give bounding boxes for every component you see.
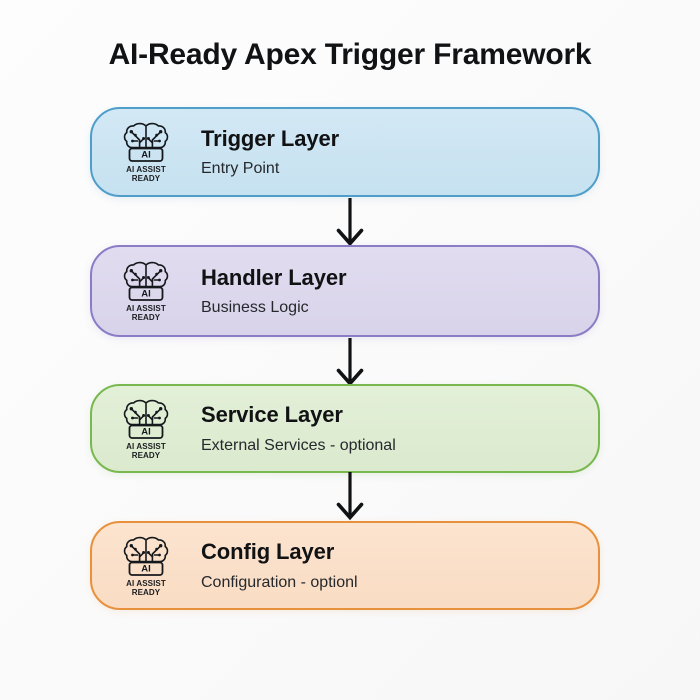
ai-chip-label: AI <box>141 426 151 437</box>
ai-ready-badge: AI AI ASSIST READY <box>110 534 182 598</box>
ai-ready-badge: AI AI ASSIST READY <box>110 259 182 323</box>
layer-card-trigger[interactable]: AI AI ASSIST READY Trigger Layer Entry P… <box>90 107 600 197</box>
layer-card-config[interactable]: AI AI ASSIST READY Config Layer Configur… <box>90 521 600 610</box>
ai-ready-caption: AI ASSIST READY <box>126 441 166 460</box>
layer-title: Handler Layer <box>201 264 347 290</box>
arrow-down-icon <box>336 338 364 387</box>
ai-ready-badge: AI AI ASSIST READY <box>110 397 182 461</box>
layer-text-config: Config Layer Configuration - optionl <box>201 539 358 592</box>
ai-brain-circuit-icon: AI <box>123 122 169 162</box>
page-title: AI-Ready Apex Trigger Framework <box>108 38 592 71</box>
arrow-trigger-to-handler <box>330 197 370 247</box>
arrow-handler-to-service <box>330 337 370 387</box>
ai-chip-label: AI <box>141 289 151 300</box>
arrow-down-icon <box>336 472 364 521</box>
layer-text-trigger: Trigger Layer Entry Point <box>201 126 339 179</box>
layer-title: Trigger Layer <box>201 125 340 151</box>
ai-ready-caption: AI ASSIST READY <box>126 165 166 183</box>
layer-subtitle: External Services - optional <box>201 436 396 454</box>
layer-subtitle: Business Logic <box>201 299 309 317</box>
arrow-down-icon <box>336 198 364 247</box>
layer-title: Service Layer <box>201 402 343 428</box>
layer-text-service: Service Layer External Services - option… <box>201 402 396 455</box>
layer-subtitle: Configuration - optionl <box>201 573 358 591</box>
layer-card-service[interactable]: AI AI ASSIST READY Service Layer Externa… <box>90 384 600 473</box>
ai-chip-label: AI <box>141 150 151 161</box>
arrow-service-to-config <box>330 471 370 521</box>
layer-card-handler[interactable]: AI AI ASSIST READY Handler Layer Busines… <box>90 245 600 337</box>
layer-text-handler: Handler Layer Business Logic <box>201 264 347 318</box>
ai-brain-circuit-icon: AI <box>123 399 169 439</box>
ai-brain-circuit-icon: AI <box>123 261 169 301</box>
layer-subtitle: Entry Point <box>201 160 280 178</box>
ai-chip-label: AI <box>141 563 151 574</box>
ai-ready-caption: AI ASSIST READY <box>126 578 166 597</box>
layer-title: Config Layer <box>201 539 335 565</box>
ai-brain-circuit-icon: AI <box>123 536 169 576</box>
ai-ready-caption: AI ASSIST READY <box>126 304 166 322</box>
ai-ready-badge: AI AI ASSIST READY <box>110 120 182 184</box>
